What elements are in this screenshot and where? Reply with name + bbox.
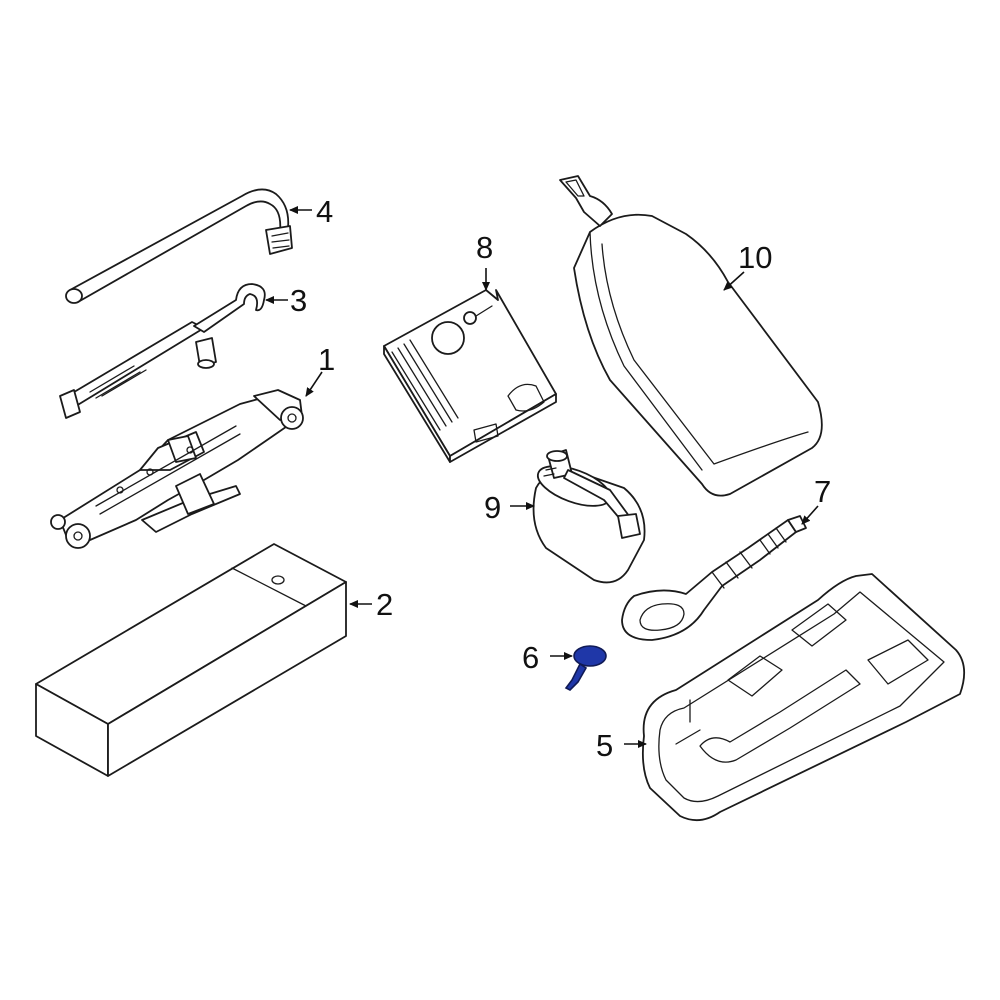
callout-label-9: 9	[484, 490, 501, 525]
callout-1: 1	[305, 342, 335, 397]
callout-6: 6	[522, 640, 573, 675]
callout-label-2: 2	[376, 587, 393, 622]
callout-10: 10	[723, 240, 772, 291]
sealant-bottle[interactable]	[532, 449, 646, 584]
jack-handle[interactable]	[59, 283, 266, 419]
tool-bag[interactable]	[559, 175, 823, 497]
air-compressor[interactable]	[383, 289, 557, 463]
lug-wrench[interactable]	[65, 188, 293, 304]
callout-2: 2	[349, 587, 393, 622]
callout-5: 5	[596, 728, 647, 763]
callout-label-3: 3	[290, 283, 307, 318]
callout-4: 4	[289, 194, 333, 229]
retaining-clip[interactable]	[564, 645, 607, 691]
callout-8: 8	[476, 230, 493, 291]
callout-label-8: 8	[476, 230, 493, 265]
callout-label-4: 4	[316, 194, 333, 229]
towing-eye[interactable]	[621, 515, 807, 641]
foam-tool-tray[interactable]	[641, 573, 966, 822]
callout-9: 9	[484, 490, 535, 525]
callout-label-6: 6	[522, 640, 539, 675]
callout-7: 7	[801, 474, 831, 525]
callout-label-5: 5	[596, 728, 613, 763]
scissor-jack[interactable]	[50, 389, 304, 549]
callout-label-10: 10	[738, 240, 772, 275]
storage-box[interactable]	[35, 543, 347, 777]
callout-3: 3	[265, 283, 307, 318]
callout-label-7: 7	[814, 474, 831, 509]
callout-label-1: 1	[318, 342, 335, 377]
